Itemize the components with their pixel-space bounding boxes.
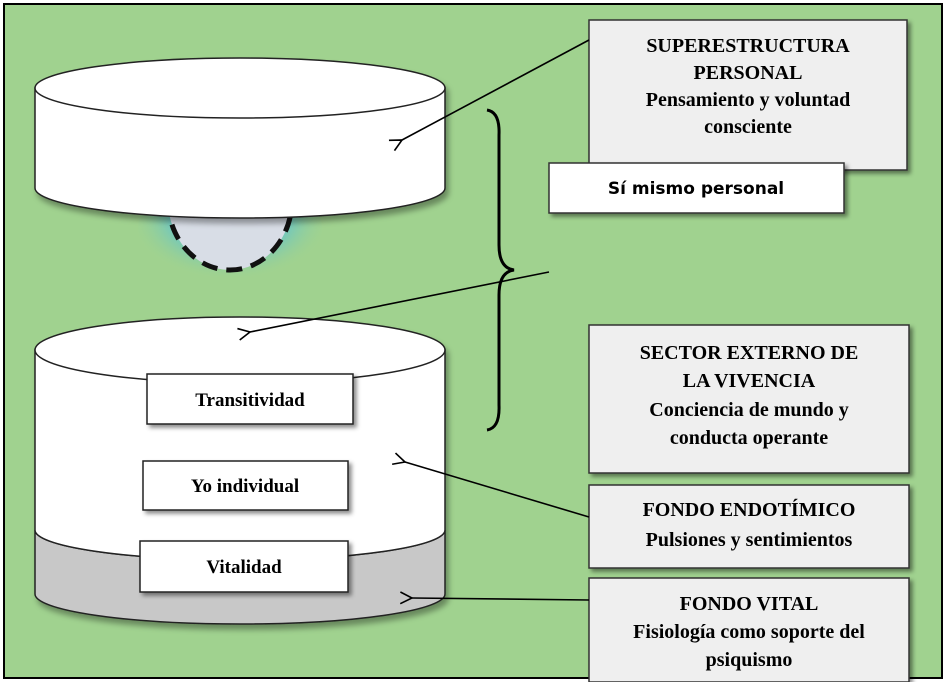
fondo-endotimico-box: FONDO ENDOTÍMICO Pulsiones y sentimiento… <box>588 484 910 569</box>
transitividad-label-box: Transitividad <box>146 373 354 425</box>
vital-line2: Fisiología como soporte del <box>633 621 865 643</box>
si-mismo-label: Sí mismo personal <box>608 179 784 199</box>
endotimico-line1: FONDO ENDOTÍMICO <box>643 498 856 521</box>
yo-individual-label-box: Yo individual <box>142 460 349 511</box>
arrow-sector-externo <box>250 271 550 332</box>
si-mismo-box: Sí mismo personal <box>548 162 845 214</box>
superestructura-line1: SUPERESTRUCTURA <box>646 35 850 57</box>
curly-brace <box>486 108 515 432</box>
top-cylinder <box>34 57 446 219</box>
sector-line1: SECTOR EXTERNO DE <box>640 342 859 364</box>
vitalidad-label: Vitalidad <box>206 557 282 578</box>
arrow-endotimico <box>405 462 590 518</box>
superestructura-line3: Pensamiento y voluntad <box>646 89 850 111</box>
sector-line3: Conciencia de mundo y <box>649 399 848 421</box>
arrow-superestructura <box>402 39 590 140</box>
endotimico-line2: Pulsiones y sentimientos <box>646 529 853 551</box>
sector-line4: conducta operante <box>670 427 828 449</box>
yo-individual-label: Yo individual <box>191 476 299 497</box>
superestructura-line4: consciente <box>704 116 792 138</box>
superestructura-line2: PERSONAL <box>694 62 803 84</box>
vital-line1: FONDO VITAL <box>680 593 819 615</box>
fondo-vital-box: FONDO VITAL Fisiología como soporte del … <box>588 577 910 682</box>
sector-externo-box: SECTOR EXTERNO DE LA VIVENCIA Conciencia… <box>588 324 910 474</box>
superestructura-box: SUPERESTRUCTURA PERSONAL Pensamiento y v… <box>588 19 908 171</box>
vital-line3: psiquismo <box>706 649 793 671</box>
vitalidad-label-box: Vitalidad <box>139 540 349 593</box>
sector-line2: LA VIVENCIA <box>683 370 816 392</box>
transitividad-label: Transitividad <box>195 390 305 411</box>
arrow-fondo-vital <box>412 598 590 600</box>
